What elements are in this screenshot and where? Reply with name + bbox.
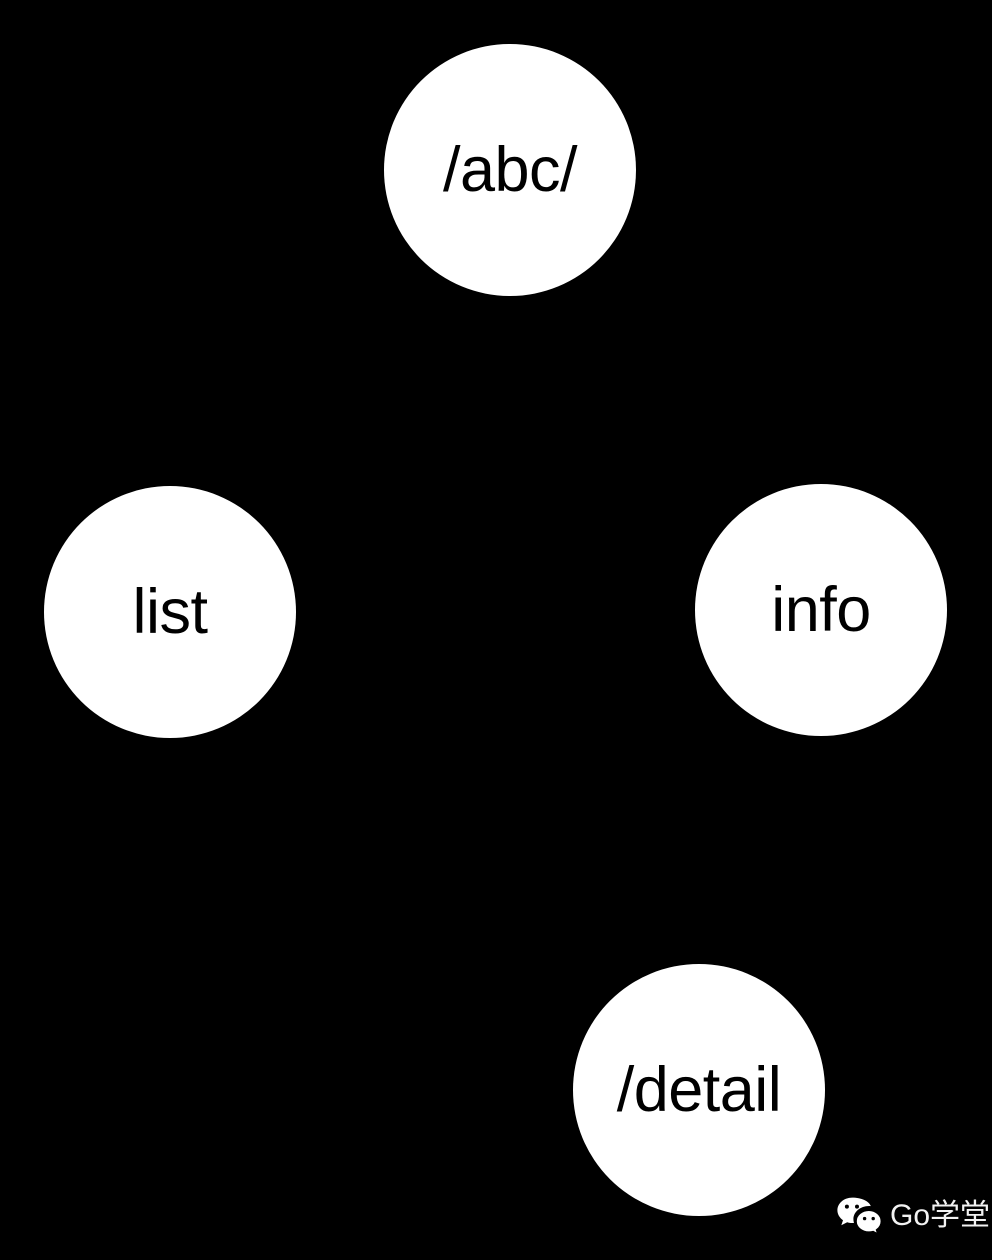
watermark: Go学堂	[836, 1196, 990, 1236]
graph-node-label: /abc/	[442, 134, 578, 205]
graph-node-root[interactable]: /abc/	[384, 44, 636, 296]
graph-node-label: /detail	[616, 1054, 782, 1125]
watermark-text: Go学堂	[890, 1199, 991, 1232]
graph-node-detail[interactable]: /detail	[573, 964, 825, 1216]
graph-node-label: list	[132, 576, 209, 647]
graph-node-info[interactable]: info	[695, 484, 947, 736]
graph-node-label: info	[771, 574, 871, 645]
graph-node-list[interactable]: list	[44, 486, 296, 738]
wechat-icon	[836, 1196, 882, 1236]
